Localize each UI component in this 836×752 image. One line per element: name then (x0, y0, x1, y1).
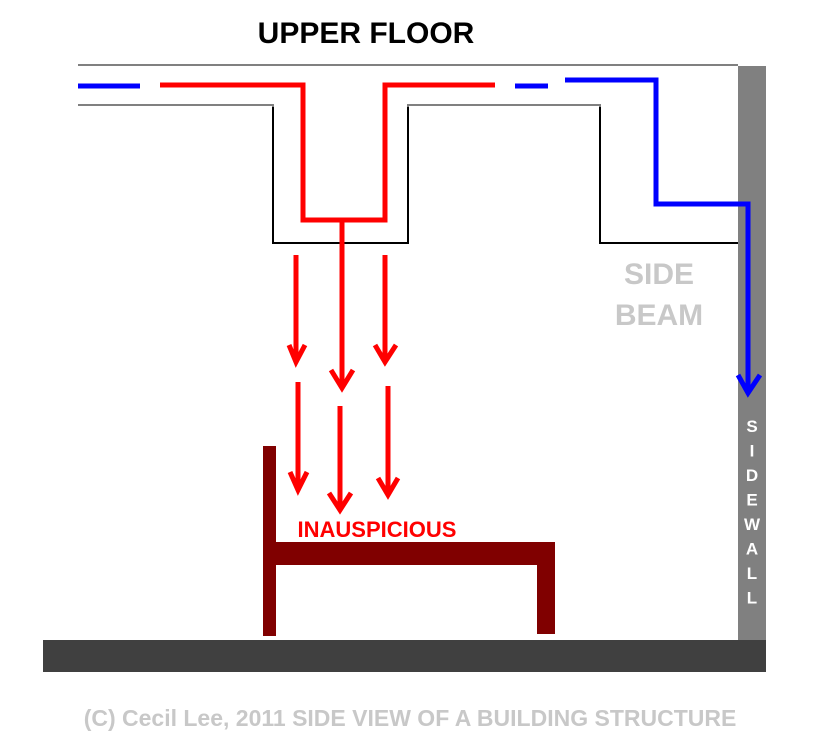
side-wall (738, 66, 766, 640)
sidewall-letter: L (747, 564, 757, 583)
blue-energy-flow (78, 77, 763, 398)
side-beam-label-line2: BEAM (615, 299, 703, 332)
sidewall-letter: L (747, 589, 757, 608)
bed-frame (276, 542, 555, 565)
sidewall-letter: I (750, 442, 755, 461)
blue-flow-path (565, 77, 751, 392)
bed-footboard-leg (537, 565, 555, 634)
sidewall-letter: A (746, 540, 758, 559)
red-arrowhead (286, 343, 308, 368)
ceiling-structure (78, 64, 738, 244)
blue-arrowhead (735, 373, 763, 398)
red-arrowhead (328, 368, 356, 393)
inauspicious-label: INAUSPICIOUS (298, 517, 457, 542)
side-beam-label-line1: SIDE (624, 258, 694, 291)
red-arrowhead (326, 491, 354, 515)
red-arrowhead (375, 476, 401, 500)
bed-headboard (263, 446, 276, 636)
sidewall-letter: W (744, 515, 761, 534)
red-energy-flow (160, 82, 495, 515)
sidewall-letter: D (746, 466, 758, 485)
red-arrowhead (372, 343, 399, 367)
red-arrowhead (287, 470, 310, 496)
bed (263, 446, 555, 636)
sidewall-letter: S (746, 417, 757, 436)
side-beam-outline (599, 107, 738, 244)
upper-floor-title: UPPER FLOOR (258, 17, 475, 50)
sidewall-letter: E (746, 491, 757, 510)
ground-floor-slab (43, 640, 766, 672)
copyright-caption: (C) Cecil Lee, 2011 SIDE VIEW OF A BUILD… (84, 705, 737, 731)
